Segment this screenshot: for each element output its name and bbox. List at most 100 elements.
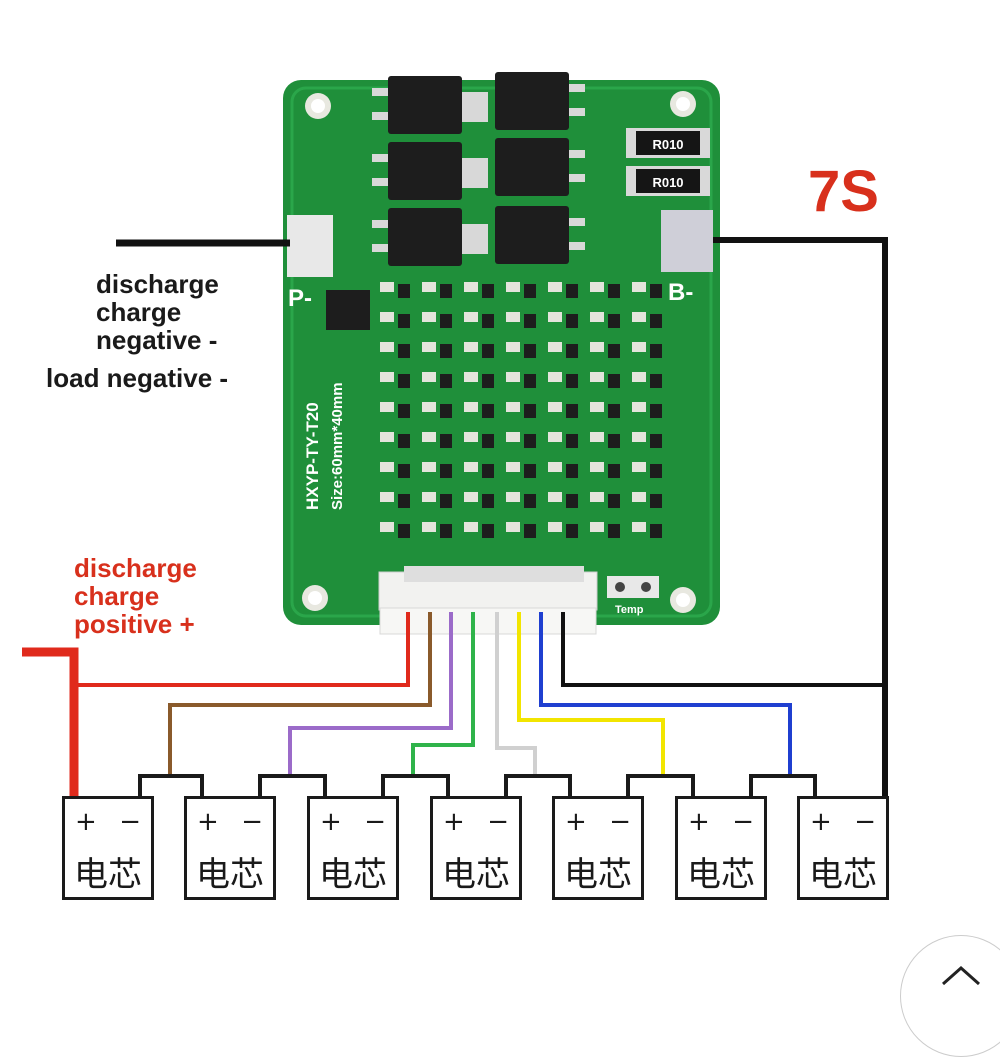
- smd-component: [398, 284, 410, 298]
- smd-component: [398, 434, 410, 448]
- smd-component: [422, 372, 436, 382]
- smd-component: [506, 342, 520, 352]
- smd-component: [464, 402, 478, 412]
- smd-component: [524, 284, 536, 298]
- smd-component: [380, 342, 394, 352]
- smd-component: [548, 462, 562, 472]
- cell-minus: −: [609, 807, 631, 837]
- smd-component: [548, 312, 562, 322]
- smd-component: [440, 344, 452, 358]
- smd-component: [506, 402, 520, 412]
- mounting-hole-icon: [305, 93, 331, 119]
- battery-cell: +− 电芯: [552, 796, 644, 900]
- smd-component: [506, 432, 520, 442]
- smd-component: [524, 314, 536, 328]
- cell-plus: +: [197, 807, 219, 837]
- smd-component: [398, 404, 410, 418]
- smd-component: [608, 524, 620, 538]
- smd-component: [422, 312, 436, 322]
- smd-component: [422, 282, 436, 292]
- smd-component: [464, 462, 478, 472]
- smd-component: [380, 462, 394, 472]
- cell-name: 电芯: [196, 855, 264, 895]
- battery-cell: +− 电芯: [675, 796, 767, 900]
- smd-component: [422, 402, 436, 412]
- battery-cell: +− 电芯: [430, 796, 522, 900]
- smd-component: [440, 494, 452, 508]
- smd-component: [380, 372, 394, 382]
- cell-minus: −: [732, 807, 754, 837]
- smd-component: [650, 344, 662, 358]
- smd-component: [380, 432, 394, 442]
- smd-component: [506, 522, 520, 532]
- balance-wires: [74, 612, 885, 776]
- smd-component: [632, 312, 646, 322]
- smd-component: [440, 404, 452, 418]
- smd-component: [608, 434, 620, 448]
- smd-component: [632, 432, 646, 442]
- cell-plus: +: [75, 807, 97, 837]
- smd-component: [524, 404, 536, 418]
- battery-cell: +− 电芯: [62, 796, 154, 900]
- smd-component-grid: [380, 282, 662, 538]
- positive-line: discharge: [74, 553, 197, 583]
- smd-component: [422, 492, 436, 502]
- mounting-hole-icon: [670, 91, 696, 117]
- temp-label: Temp: [615, 604, 644, 616]
- series-count-label: 7S: [808, 159, 879, 224]
- smd-component: [632, 522, 646, 532]
- smd-component: [482, 344, 494, 358]
- bms-board: R010 R010 P- B- HXYP-TY-T20 Size:60mm*40…: [283, 72, 720, 635]
- smd-component: [590, 402, 604, 412]
- positive-line: charge: [74, 581, 160, 611]
- smd-component: [506, 282, 520, 292]
- smd-component: [566, 524, 578, 538]
- shunt-resistor: R010: [626, 166, 710, 196]
- smd-component: [422, 342, 436, 352]
- smd-component: [398, 464, 410, 478]
- cell-minus: −: [364, 807, 386, 837]
- smd-component: [566, 434, 578, 448]
- smd-component: [608, 284, 620, 298]
- smd-component: [590, 522, 604, 532]
- smd-component: [380, 402, 394, 412]
- board-model-label: HXYP-TY-T20: [303, 402, 322, 510]
- battery-cell: +− 电芯: [797, 796, 889, 900]
- smd-component: [608, 404, 620, 418]
- cell-name: 电芯: [687, 855, 755, 895]
- smd-component: [440, 374, 452, 388]
- board-size-label: Size:60mm*40mm: [329, 382, 346, 510]
- cell-name: 电芯: [564, 855, 632, 895]
- negative-label: discharge charge negative -: [96, 270, 219, 354]
- smd-component: [650, 314, 662, 328]
- smd-component: [440, 524, 452, 538]
- smd-component: [398, 494, 410, 508]
- cell-plus: +: [320, 807, 342, 837]
- smd-component: [590, 282, 604, 292]
- smd-component: [548, 342, 562, 352]
- smd-component: [464, 312, 478, 322]
- svg-text:R010: R010: [652, 175, 683, 190]
- p-minus-pad: [287, 215, 333, 277]
- smd-component: [650, 284, 662, 298]
- smd-component: [482, 404, 494, 418]
- smd-component: [650, 494, 662, 508]
- battery-cell: +− 电芯: [184, 796, 276, 900]
- smd-component: [566, 494, 578, 508]
- cell-minus: −: [487, 807, 509, 837]
- smd-component: [650, 404, 662, 418]
- pack-positive-wire: [22, 647, 79, 800]
- smd-component: [398, 524, 410, 538]
- mounting-hole-icon: [302, 585, 328, 611]
- smd-component: [566, 404, 578, 418]
- cell-minus: −: [241, 807, 263, 837]
- smd-component: [566, 464, 578, 478]
- smd-component: [548, 372, 562, 382]
- smd-component: [464, 492, 478, 502]
- series-links: [138, 774, 817, 800]
- smd-component: [650, 464, 662, 478]
- smd-component: [482, 374, 494, 388]
- smd-component: [464, 522, 478, 532]
- smd-component: [380, 312, 394, 322]
- cell-plus: +: [565, 807, 587, 837]
